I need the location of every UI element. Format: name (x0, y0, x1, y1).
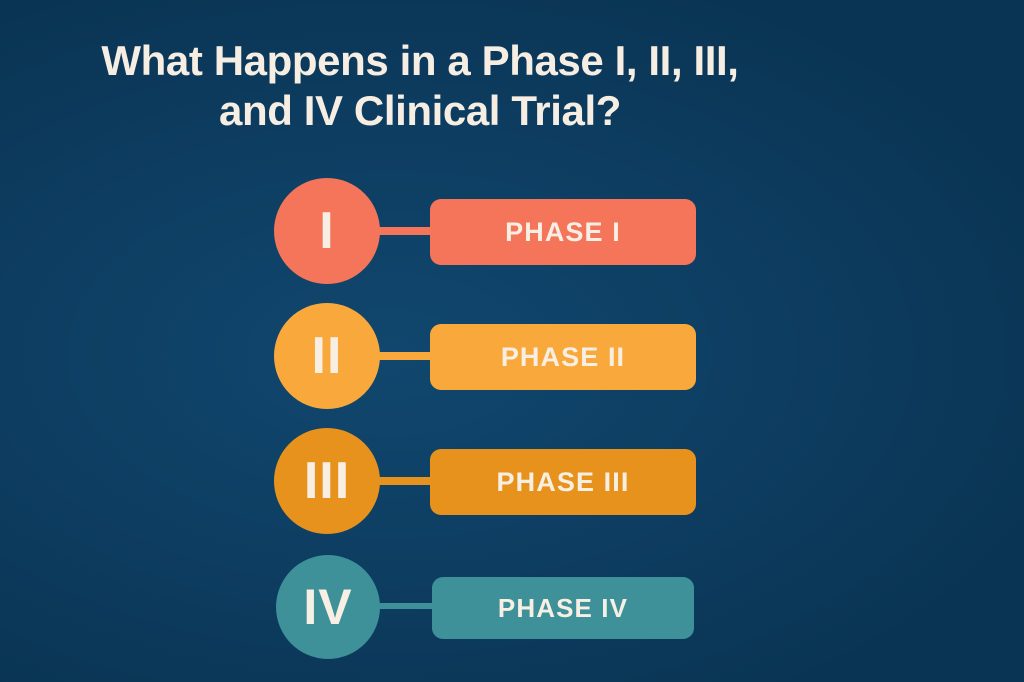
phase-numeral-1: I (319, 202, 335, 260)
phase-row-4: IV PHASE IV (0, 553, 1024, 663)
phase-numeral-3: III (303, 452, 351, 510)
phase-row-2: II PHASE II (0, 303, 1024, 413)
phase-circle-3: III (274, 428, 380, 534)
phase-connector-4 (376, 603, 434, 609)
phase-bar-label-1: PHASE I (505, 216, 621, 247)
page-title-line-1: What Happens in a Phase I, II, III, (101, 37, 739, 84)
phase-bar-label-3: PHASE III (496, 466, 630, 497)
phase-connector-1 (374, 227, 436, 235)
phase-bar-1: PHASE I (430, 199, 696, 265)
phase-connector-3 (374, 477, 436, 485)
phase-numeral-4: IV (303, 579, 353, 635)
phase-bar-2: PHASE II (430, 324, 696, 390)
phase-bar-label-2: PHASE II (500, 341, 626, 372)
phase-circle-2: II (274, 303, 380, 409)
phase-row-3: III PHASE III (0, 428, 1024, 538)
phase-bar-4: PHASE IV (432, 577, 694, 639)
phase-circle-4: IV (276, 555, 380, 659)
phase-numeral-2: II (311, 327, 343, 385)
phase-circle-1: I (274, 178, 380, 284)
phase-bar-3: PHASE III (430, 449, 696, 515)
page-title: What Happens in a Phase I, II, III, and … (60, 36, 780, 135)
phase-connector-2 (374, 352, 436, 360)
page-title-line-2: and IV Clinical Trial? (219, 86, 621, 134)
phase-bar-label-4: PHASE IV (497, 592, 629, 623)
phase-row-1: I PHASE I (0, 178, 1024, 288)
